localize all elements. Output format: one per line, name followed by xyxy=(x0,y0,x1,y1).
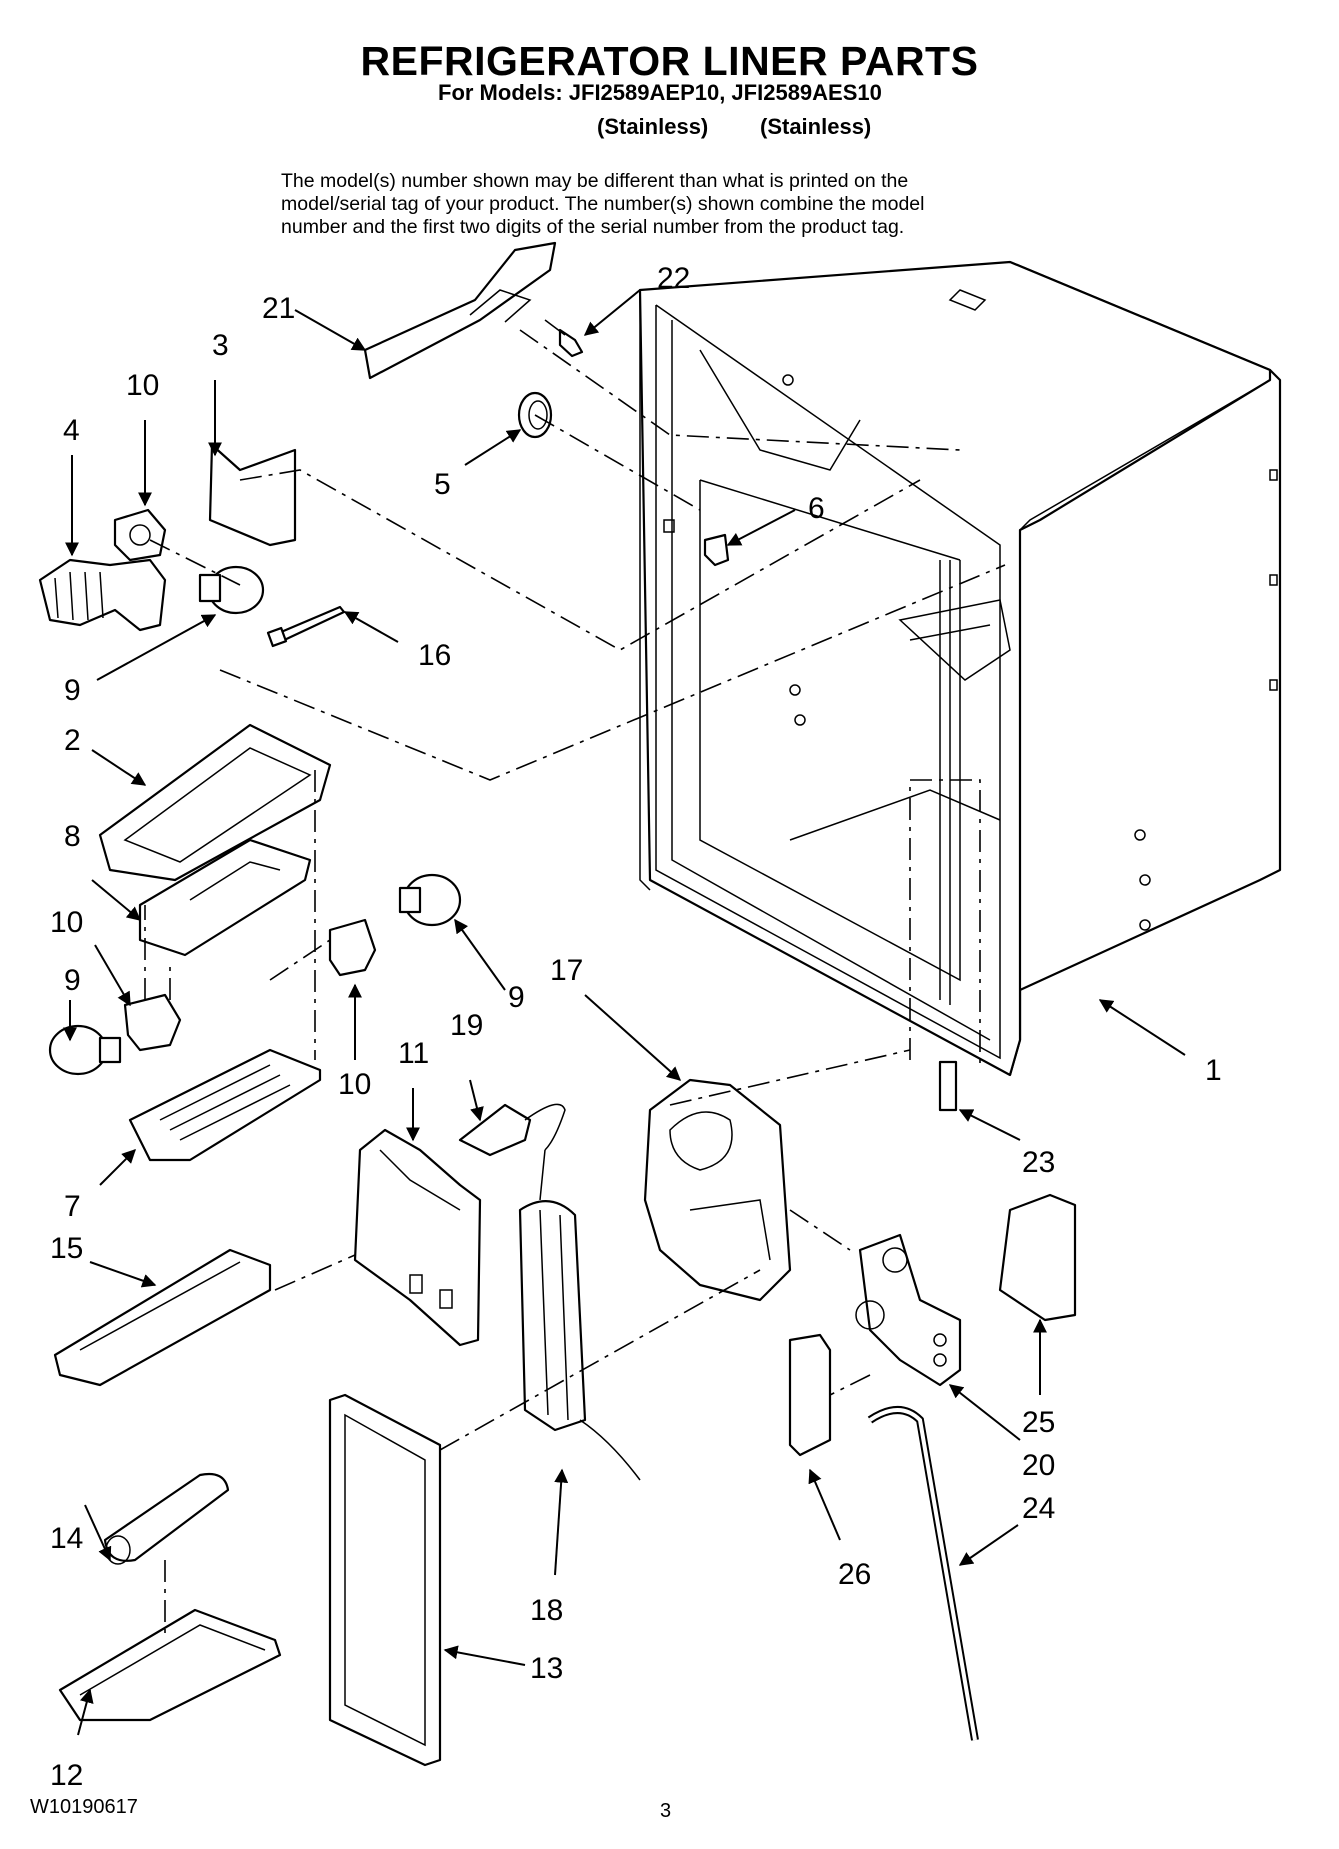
callout-21: 21 xyxy=(262,292,295,325)
part-24-water-tube xyxy=(867,1406,979,1741)
callout-10-upper: 10 xyxy=(126,369,159,402)
callout-1: 1 xyxy=(1205,1054,1222,1087)
part-16-thermistor xyxy=(266,605,346,648)
part-7-light-cover xyxy=(128,1048,322,1162)
part-8-light-lens xyxy=(138,838,312,957)
part-11-dispenser-housing xyxy=(353,1128,482,1347)
part-15-dispenser-chute xyxy=(53,1248,272,1387)
page-title: REFRIGERATOR LINER PARTS xyxy=(360,38,979,84)
part-19-switch xyxy=(458,1103,566,1157)
part-1-liner xyxy=(638,260,1282,1077)
callout-9-lower-right: 9 xyxy=(508,981,525,1014)
callout-7: 7 xyxy=(64,1190,81,1223)
callout-18: 18 xyxy=(530,1594,563,1627)
finish-label-1: (Stainless) xyxy=(597,114,709,139)
callout-24: 24 xyxy=(1022,1492,1055,1525)
disclaimer: The model(s) number shown may be differe… xyxy=(281,170,1081,239)
finish-label-2: (Stainless) xyxy=(760,114,872,139)
part-26-bracket xyxy=(788,1333,832,1457)
part-12-drip-tray xyxy=(58,1608,282,1722)
callout-10-lower-right: 10 xyxy=(338,1068,371,1101)
callout-6: 6 xyxy=(808,492,825,525)
part-18-heater-harness xyxy=(518,1149,641,1481)
callout-10-lower-left: 10 xyxy=(50,906,83,939)
disclaimer-line-1: The model(s) number shown may be differe… xyxy=(281,170,909,192)
part-4-lamp-cover xyxy=(38,558,167,632)
callout-2: 2 xyxy=(64,724,81,757)
part-25-valve-bracket xyxy=(998,1193,1077,1322)
part-9-bulb-lower-right xyxy=(398,873,462,927)
callout-9-upper: 9 xyxy=(64,674,81,707)
callout-26: 26 xyxy=(838,1558,871,1591)
callout-13: 13 xyxy=(530,1652,563,1685)
part-13-side-trim xyxy=(328,1393,442,1767)
callout-9-lower-left: 9 xyxy=(64,964,81,997)
part-2-light-housing xyxy=(98,723,332,882)
part-6-clip xyxy=(703,533,730,567)
part-20-water-valve xyxy=(855,1233,962,1387)
callout-20: 20 xyxy=(1022,1449,1055,1482)
part-23-hinge-clip xyxy=(938,1060,958,1112)
connection-lines xyxy=(144,329,1006,1640)
part-21-trim xyxy=(363,241,557,380)
disclaimer-line-3: number and the first two digits of the s… xyxy=(281,216,905,238)
callout-8: 8 xyxy=(64,820,81,853)
document-number: W10190617 xyxy=(30,1796,138,1818)
callout-16: 16 xyxy=(418,639,451,672)
callout-12: 12 xyxy=(50,1759,83,1792)
part-10-socket-lower-left xyxy=(123,993,182,1052)
callout-22: 22 xyxy=(657,262,690,295)
callout-14: 14 xyxy=(50,1522,83,1555)
callout-25: 25 xyxy=(1022,1406,1055,1439)
callout-labels: 1 2 3 4 5 6 7 8 9 9 9 10 10 10 11 12 13 … xyxy=(50,262,1222,1792)
page-number: 3 xyxy=(660,1800,672,1822)
leader-lines xyxy=(63,289,1186,1736)
callout-3: 3 xyxy=(212,329,229,362)
callout-5: 5 xyxy=(434,468,451,501)
part-14-filter xyxy=(103,1472,230,1565)
disclaimer-line-2: model/serial tag of your product. The nu… xyxy=(281,193,925,215)
part-9-bulb-lower-left xyxy=(48,1024,122,1076)
part-3-light-shield xyxy=(208,443,297,547)
callout-11: 11 xyxy=(398,1037,429,1070)
part-17-dispenser-module xyxy=(643,1078,792,1302)
part-10-socket-lower-right xyxy=(328,918,377,977)
callout-17: 17 xyxy=(550,954,583,987)
models-line: For Models: JFI2589AEP10, JFI2589AES10 xyxy=(438,80,882,105)
part-9-bulb-upper xyxy=(198,565,265,615)
callout-4: 4 xyxy=(63,414,80,447)
callout-23: 23 xyxy=(1022,1146,1055,1179)
part-10-socket-upper xyxy=(113,508,167,562)
callout-19: 19 xyxy=(450,1009,483,1042)
callout-15: 15 xyxy=(50,1232,83,1265)
part-22-screw xyxy=(544,319,584,358)
